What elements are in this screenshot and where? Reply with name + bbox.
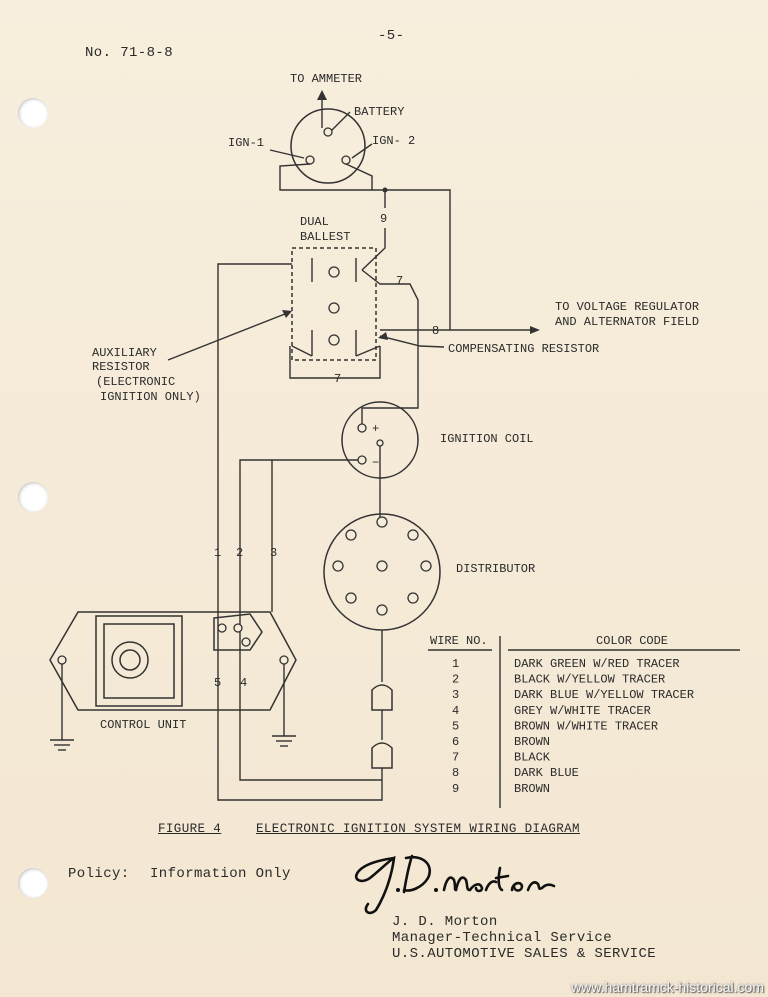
table-row-wire-no: 9 xyxy=(452,782,459,796)
binder-hole-top xyxy=(18,98,48,128)
dual-ballast-label-line2: BALLEST xyxy=(300,230,350,244)
voltage-regulator-label-line2: AND ALTERNATOR FIELD xyxy=(555,315,699,329)
policy-label: Policy: xyxy=(68,866,130,882)
wire-number-7-bottom: 7 xyxy=(334,372,341,386)
table-row-wire-no: 6 xyxy=(452,735,459,749)
aux-resistor-label-line4: IGNITION ONLY) xyxy=(100,390,201,404)
document-number: No. 71-8-8 xyxy=(85,45,174,61)
table-row-wire-no: 5 xyxy=(452,719,459,733)
aux-resistor-label-line3: (ELECTRONIC xyxy=(96,375,175,389)
figure-caption-text: ELECTRONIC IGNITION SYSTEM WIRING DIAGRA… xyxy=(256,822,580,836)
distributor-label: DISTRIBUTOR xyxy=(456,562,535,576)
wire-number-3: 3 xyxy=(270,546,277,560)
control-unit-label: CONTROL UNIT xyxy=(100,718,186,732)
wire-number-8: 8 xyxy=(432,324,439,338)
wire-number-4: 4 xyxy=(240,676,247,690)
wire-number-1: 1 xyxy=(214,546,221,560)
figure-caption: ELECTRONIC IGNITION SYSTEM WIRING DIAGRA… xyxy=(256,822,580,836)
table-row-color-code: BLACK W/YELLOW TRACER xyxy=(514,673,665,687)
signer-title: Manager-Technical Service xyxy=(392,930,613,946)
table-row-wire-no: 7 xyxy=(452,751,459,765)
table-row-color-code: BROWN xyxy=(514,782,550,796)
ignition-coil-label: IGNITION COIL xyxy=(440,432,534,446)
dual-ballast-label-line1: DUAL xyxy=(300,215,329,229)
binder-hole-middle xyxy=(18,482,48,512)
ignition-coil xyxy=(341,401,419,520)
binder-hole-bottom xyxy=(18,868,48,898)
dual-ballast-resistor xyxy=(291,247,377,361)
table-row-wire-no: 8 xyxy=(452,766,459,780)
watermark-text: www.hamtramck-historical.com xyxy=(571,979,764,995)
table-header-wire-no: WIRE NO. xyxy=(430,634,488,648)
coil-minus-label: − xyxy=(372,456,379,470)
voltage-regulator-label-line1: TO VOLTAGE REGULATOR xyxy=(555,300,699,314)
compensating-resistor-label: COMPENSATING RESISTOR xyxy=(448,342,599,356)
table-row-wire-no: 4 xyxy=(452,704,459,718)
aux-resistor-label-line2: RESISTOR xyxy=(92,360,150,374)
table-row-color-code: GREY W/WHITE TRACER xyxy=(514,704,651,718)
table-row-color-code: DARK BLUE W/YELLOW TRACER xyxy=(514,688,694,702)
ign1-label: IGN-1 xyxy=(228,136,264,150)
control-unit xyxy=(49,611,297,711)
table-row-color-code: DARK GREEN W/RED TRACER xyxy=(514,657,680,671)
signer-name: J. D. Morton xyxy=(392,914,498,930)
table-row-wire-no: 3 xyxy=(452,688,459,702)
table-row-wire-no: 2 xyxy=(452,673,459,687)
distributor xyxy=(323,513,441,631)
table-row-color-code: BLACK xyxy=(514,751,551,765)
table-row-color-code: BROWN W/WHITE TRACER xyxy=(514,719,658,733)
figure-label: FIGURE 4 xyxy=(158,822,221,836)
battery-label: BATTERY xyxy=(354,105,404,119)
table-row-color-code: BROWN xyxy=(514,735,550,749)
signer-company: U.S.AUTOMOTIVE SALES & SERVICE xyxy=(392,946,657,962)
ground-symbol-right xyxy=(272,664,296,747)
table-row-wire-no: 1 xyxy=(452,657,459,671)
table-row-color-code: DARK BLUE xyxy=(514,766,579,780)
wire-number-2: 2 xyxy=(236,546,243,560)
wire-number-7-top: 7 xyxy=(396,274,403,288)
wire-number-5: 5 xyxy=(214,676,221,690)
wire-number-9: 9 xyxy=(380,212,387,226)
ground-symbol-left xyxy=(50,664,74,751)
page-number: -5- xyxy=(378,28,405,44)
wire-color-table: WIRE NO. COLOR CODE xyxy=(428,634,740,808)
table-header-color-code: COLOR CODE xyxy=(596,634,668,648)
signature-image xyxy=(354,854,556,915)
policy-value: Information Only xyxy=(150,866,291,882)
to-ammeter-label: TO AMMETER xyxy=(290,72,362,86)
coil-plus-label: + xyxy=(372,422,379,436)
ign2-label: IGN- 2 xyxy=(372,134,415,148)
aux-resistor-label-line1: AUXILIARY xyxy=(92,346,157,360)
figure-number: FIGURE 4 xyxy=(158,822,222,836)
ignition-switch xyxy=(269,90,373,184)
